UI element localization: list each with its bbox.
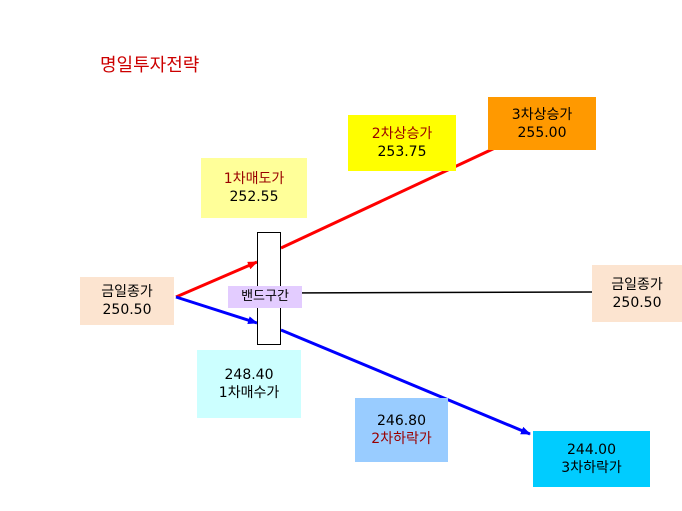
- first-sell-box: 1차매도가 252.55: [201, 158, 307, 218]
- third-rise-label: 3차상승가: [511, 106, 573, 123]
- today-close-left-label: 금일종가: [101, 284, 153, 300]
- third-fall-label: 3차하락가: [561, 460, 622, 476]
- second-fall-label: 2차하락가: [371, 431, 432, 447]
- third-fall-box: 244.00 3차하락가: [533, 431, 650, 487]
- second-rise-label: 2차상승가: [371, 126, 433, 142]
- first-buy-value: 248.40: [224, 367, 274, 383]
- today-close-right-box: 금일종가 250.50: [592, 265, 682, 322]
- flat-line-to-today-close: [280, 291, 593, 294]
- today-close-right-label: 금일종가: [611, 276, 663, 293]
- page-title: 명일투자전략: [100, 55, 200, 76]
- today-close-left-value: 250.50: [102, 302, 152, 318]
- third-fall-value: 244.00: [567, 442, 616, 458]
- today-close-right-value: 250.50: [612, 294, 662, 311]
- first-buy-label: 1차매수가: [218, 385, 280, 401]
- second-rise-value: 253.75: [377, 144, 427, 160]
- second-rise-box: 2차상승가 253.75: [348, 115, 456, 171]
- third-rise-value: 255.00: [517, 124, 567, 141]
- second-fall-value: 246.80: [377, 413, 426, 429]
- fall-line-to-third-fall: [280, 328, 531, 436]
- first-buy-box: 248.40 1차매수가: [197, 350, 301, 418]
- fall-arrow-to-band: [175, 295, 258, 325]
- first-sell-value: 252.55: [229, 189, 279, 205]
- second-fall-box: 246.80 2차하락가: [355, 398, 448, 462]
- first-sell-label: 1차매도가: [223, 171, 285, 187]
- rise-arrow-to-band: [175, 260, 258, 299]
- rise-line-to-third-rise: [280, 139, 511, 250]
- today-close-left-box: 금일종가 250.50: [80, 277, 174, 325]
- third-rise-box: 3차상승가 255.00: [488, 97, 596, 150]
- band-range-label: 밴드구간: [228, 286, 302, 308]
